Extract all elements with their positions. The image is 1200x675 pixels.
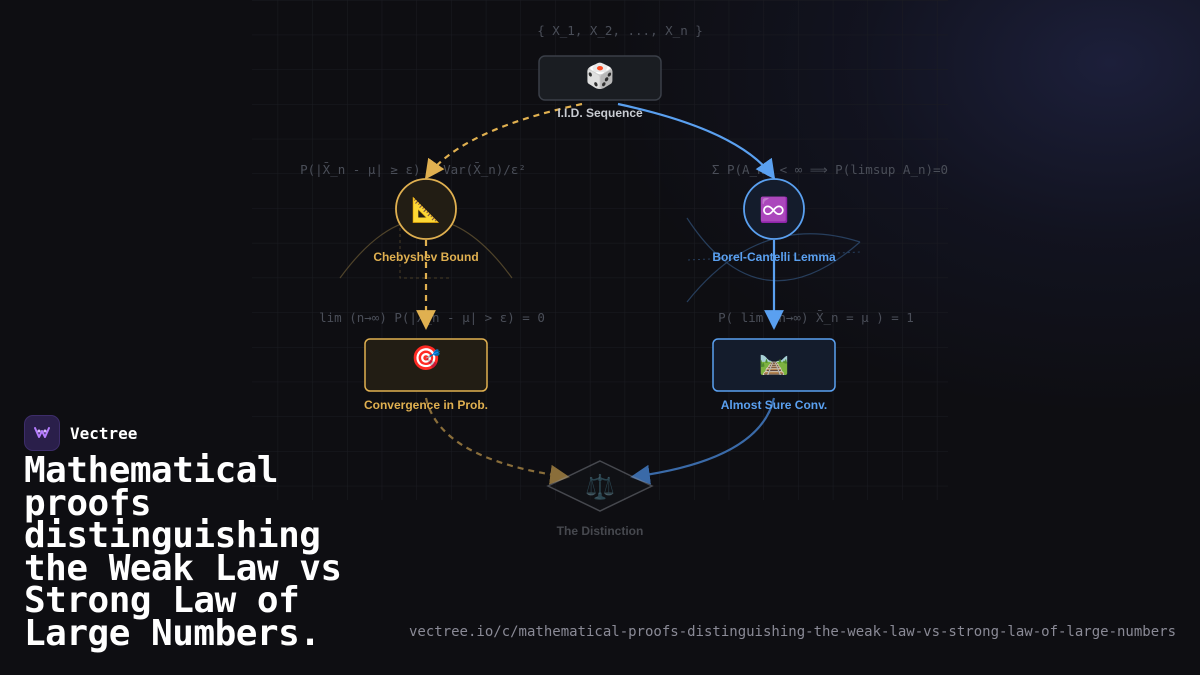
edge-convprob-to-distinction <box>424 397 570 485</box>
node-chebyshev-bound[interactable]: 📐 Chebyshev Bound <box>373 178 479 264</box>
railway-track-icon: 🛤️ <box>759 348 789 376</box>
brand: Vectree <box>24 415 137 451</box>
vectree-logo-icon <box>24 415 60 451</box>
balance-scale-icon: ⚖️ <box>585 473 615 501</box>
node-distinction[interactable]: ⚖️ The Distinction <box>546 460 654 538</box>
node-almostsure-box <box>712 338 836 392</box>
node-almost-sure[interactable]: 🛤️ Almost Sure Conv. <box>712 338 836 412</box>
node-convprob-box <box>364 338 488 392</box>
node-borel-label: Borel-Cantelli Lemma <box>712 250 836 264</box>
node-iid-sequence[interactable]: 🎲 I.I.D. Sequence <box>538 55 662 120</box>
node-convergence-prob[interactable]: 🎯 Convergence in Prob. <box>364 338 488 412</box>
edge-iid-to-borel <box>617 102 776 180</box>
dice-icon: 🎲 <box>585 62 615 90</box>
node-distinction-label: The Distinction <box>557 524 644 538</box>
page-title: Mathematical proofs distinguishing the W… <box>24 450 342 654</box>
node-chebyshev-circle <box>395 178 457 240</box>
borel-formula: Σ P(A_n) < ∞ ⟹ P(limsup A_n)=0 <box>712 162 948 177</box>
target-icon: 🎯 <box>411 344 441 372</box>
bound-decoration <box>399 228 452 279</box>
node-iid-box <box>538 55 662 101</box>
almostsure-formula: P( lim (n→∞) X̄_n = μ ) = 1 <box>718 310 914 325</box>
node-borel-cantelli[interactable]: ♾️ Borel-Cantelli Lemma <box>712 178 836 264</box>
infinity-icon: ♾️ <box>759 196 789 224</box>
limsup-curve-decoration <box>686 217 861 282</box>
page-url[interactable]: vectree.io/c/mathematical-proofs-disting… <box>408 624 1176 640</box>
limsup-curve-decoration-2 <box>686 233 861 303</box>
node-almostsure-label: Almost Sure Conv. <box>721 398 827 412</box>
node-convprob-label: Convergence in Prob. <box>364 398 488 412</box>
edge-almostsure-to-distinction <box>630 397 776 485</box>
chebyshev-formula: P(|X̄_n - μ| ≥ ε) ≤ Var(X̄_n)/ε² <box>300 162 526 177</box>
iid-formula: { X_1, X_2, ..., X_n } <box>537 23 703 38</box>
brand-name: Vectree <box>70 423 138 443</box>
convprob-formula: lim (n→∞) P(|X̄_n - μ| > ε) = 0 <box>319 310 545 325</box>
triangle-ruler-icon: 📐 <box>411 196 441 224</box>
node-iid-label: I.I.D. Sequence <box>557 106 643 120</box>
node-distinction-diamond <box>546 460 654 512</box>
node-chebyshev-label: Chebyshev Bound <box>373 250 478 264</box>
node-borel-circle <box>743 178 805 240</box>
